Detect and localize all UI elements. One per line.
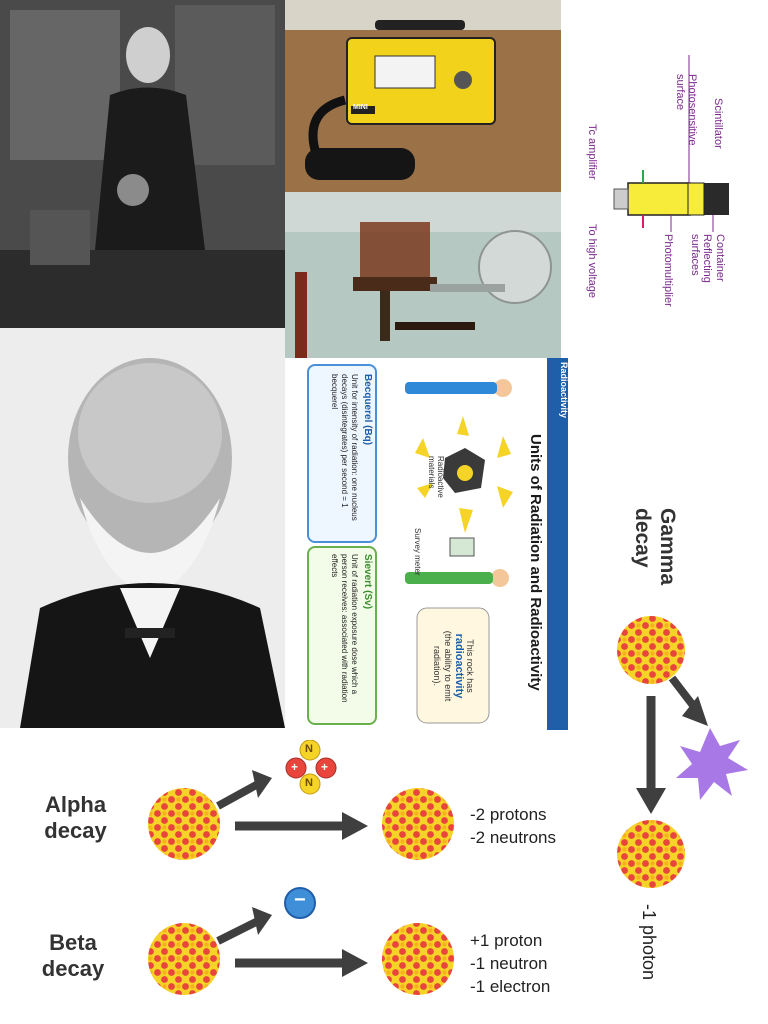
flask-apparatus-illustration	[285, 192, 561, 358]
beta-parent-nucleus	[148, 923, 220, 995]
alpha-parent-nucleus	[148, 788, 220, 860]
beta-particle	[284, 887, 316, 919]
label-tc-amplifier: Tc amplifier	[586, 124, 598, 180]
gamma-label-line2: decay	[630, 508, 654, 568]
beta-result: +1 proton -1 neutron -1 electron	[470, 930, 550, 999]
alpha-particle	[285, 740, 337, 795]
photo-geiger-counter: MINI	[285, 0, 561, 192]
marie-curie-illustration	[0, 0, 285, 328]
alpha-result-line2: -2 neutrons	[470, 827, 556, 847]
beta-daughter-nucleus	[382, 923, 454, 995]
gamma-photon	[676, 728, 748, 800]
alpha-particle-p-left: +	[291, 760, 299, 774]
label-survey-meter: Survey meter	[413, 528, 422, 576]
photo-flask-apparatus	[285, 192, 561, 358]
becquerel-illustration	[0, 328, 285, 728]
sievert-box	[307, 546, 377, 725]
photo-henri-becquerel	[0, 328, 285, 728]
panel-illustration	[405, 379, 513, 724]
alpha-daughter-nucleus	[382, 788, 454, 860]
sievert-text: Unit of radiation exposure dose which a …	[330, 554, 359, 703]
beta-result-line2: -1 neutron	[470, 953, 548, 973]
radioactive-rock-icon	[415, 416, 513, 533]
beta-label-line2: decay	[41, 956, 105, 982]
becquerel-text: Unit for intensity of radiation: one nuc…	[330, 374, 359, 521]
photo-marie-curie	[0, 0, 285, 328]
gamma-label-line1: Gamma	[656, 508, 679, 586]
label-photosensitive-surface: Photosensitive surface	[674, 74, 698, 146]
alpha-particle-p-right: +	[321, 760, 329, 774]
gamma-decay-label: Gamma decay	[630, 508, 680, 585]
gamma-parent-nucleus	[617, 616, 685, 684]
panel-tag: Radiation and Radioactivity	[559, 362, 579, 422]
alpha-particle-n-top: N	[305, 743, 313, 755]
alpha-result: -2 protons -2 neutrons	[470, 804, 556, 850]
label-scintillator: Scintillator	[712, 98, 724, 149]
becquerel-heading: Becquerel (Bq)	[362, 374, 373, 446]
label-container: Container	[714, 234, 726, 282]
beta-label-line1: Beta	[49, 930, 97, 955]
speech-highlight: radioactivity	[453, 633, 465, 699]
units-of-radiation-panel: Radiation and Radioactivity Units of Rad…	[285, 358, 579, 730]
speech-pre: This rock has	[465, 639, 475, 693]
alpha-label-line1: Alpha	[44, 792, 107, 817]
alpha-decay-label: Alpha decay	[28, 792, 123, 845]
beta-result-line1: +1 proton	[470, 931, 543, 950]
gamma-result: -1 photon	[639, 904, 659, 981]
label-reflecting-surfaces: Reflecting surfaces	[689, 234, 713, 283]
label-photomultiplier: Photomultiplier	[662, 234, 674, 307]
geiger-brand-label: MINI	[353, 104, 368, 111]
alpha-particle-n-bottom: N	[305, 777, 313, 789]
beta-arrow-up	[216, 917, 260, 945]
becquerel-box	[307, 364, 377, 543]
gamma-arrow-to-photon	[668, 675, 699, 711]
beta-decay-label: Beta decay	[28, 930, 118, 983]
scintillator-diagram: Scintillator Photosensitive surface Tc a…	[561, 0, 768, 358]
alpha-decay-diagram	[148, 740, 454, 860]
alpha-arrow-up	[216, 780, 260, 810]
sievert-heading: Sievert (Sv)	[362, 554, 373, 610]
beta-decay-diagram	[148, 887, 454, 995]
label-radioactive-materials: Radioactive materials	[427, 456, 445, 498]
beta-particle-sign: −	[294, 889, 306, 911]
gamma-daughter-nucleus	[617, 820, 685, 888]
label-to-high-voltage: To high voltage	[586, 224, 598, 298]
scintillator-drawing	[613, 55, 729, 232]
alpha-result-line1: -2 protons	[470, 805, 547, 824]
panel-header-strip	[547, 358, 568, 730]
gamma-decay-diagram	[617, 616, 748, 888]
speech-bubble-text: This rock has radioactivity (the ability…	[431, 616, 475, 716]
speech-post: (the ability to emit radiation).	[432, 630, 453, 702]
geiger-counter-illustration	[285, 0, 561, 192]
alpha-label-line2: decay	[44, 818, 107, 844]
beta-result-line3: -1 electron	[470, 976, 551, 996]
